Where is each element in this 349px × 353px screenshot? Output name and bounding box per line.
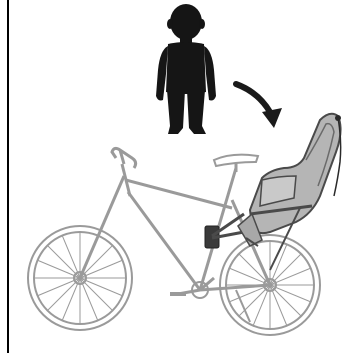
seat-shell bbox=[250, 114, 341, 233]
child-silhouette-icon bbox=[156, 4, 216, 134]
rear-child-seat bbox=[205, 114, 341, 270]
arrow-icon bbox=[236, 84, 282, 128]
